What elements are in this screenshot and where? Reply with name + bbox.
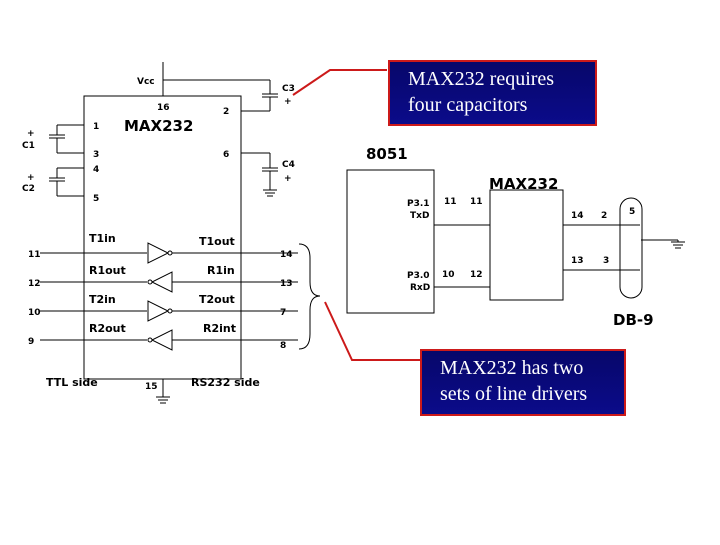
top-callout-line1: MAX232 requires	[408, 68, 555, 90]
c1-plus: +	[27, 129, 35, 139]
pin-16-label: 16	[157, 103, 170, 113]
8051-chip-body	[346, 169, 435, 314]
vcc-label: Vcc	[137, 77, 155, 87]
pin-15-label: 15	[145, 382, 158, 392]
t2-out-label: T2out	[199, 293, 235, 306]
top-callout-pointer	[292, 69, 387, 96]
wire-14-label: 14	[571, 211, 584, 221]
wire-11a-label: 11	[444, 197, 457, 207]
wire-11b-label: 11	[470, 197, 483, 207]
pin-5-label: 5	[93, 194, 99, 204]
c4-plus: +	[284, 174, 292, 184]
pin-1-label: 1	[93, 122, 99, 132]
top-callout-line2: four capacitors	[408, 94, 528, 116]
c3-plus: +	[284, 97, 292, 107]
t2-in-label: T2in	[89, 293, 116, 306]
r1-out-label: R1out	[89, 264, 126, 277]
t1-out-pin: 14	[280, 250, 293, 260]
t2-in-pin: 10	[28, 308, 41, 318]
wire-13-label: 13	[571, 256, 584, 266]
ttl-side-label: TTL side	[46, 376, 98, 389]
txd-label: TxD	[410, 211, 429, 221]
db9-connector	[619, 197, 643, 299]
rxd-label: RxD	[410, 283, 430, 293]
max232-small-chip-body	[489, 189, 564, 301]
r2-out-label: R2out	[89, 322, 126, 335]
r1-in-pin: 13	[280, 279, 293, 289]
r1-receiver-triangle	[150, 271, 173, 293]
wire-10-label: 10	[442, 270, 455, 280]
c3-label: C3	[282, 84, 295, 94]
t1-in-pin: 11	[28, 250, 41, 260]
bottom-callout-line1: MAX232 has two	[440, 357, 584, 379]
t2-out-pin: 7	[280, 308, 286, 318]
chip-title: MAX232	[124, 117, 193, 135]
8051-title: 8051	[366, 145, 408, 163]
r2-int-pin: 8	[280, 341, 286, 351]
rs232-brace	[298, 243, 321, 350]
t2-driver-triangle	[147, 300, 170, 322]
rs232-side-label: RS232 side	[191, 376, 260, 389]
wire-2-label: 2	[601, 211, 607, 221]
pin-2-label: 2	[223, 107, 229, 117]
p30-label: P3.0	[407, 271, 430, 281]
c2-label: C2	[22, 184, 35, 194]
c4-label: C4	[282, 160, 295, 170]
bottom-callout: MAX232 has two sets of line drivers	[420, 349, 626, 416]
r2-int-label: R2int	[203, 322, 236, 335]
pin-6-label: 6	[223, 150, 229, 160]
t1-out-label: T1out	[199, 235, 235, 248]
bottom-callout-line2: sets of line drivers	[440, 383, 588, 405]
max232-small-title: MAX232	[489, 175, 558, 193]
r2-receiver-triangle	[150, 329, 173, 351]
t1-driver-triangle	[147, 242, 170, 264]
bottom-callout-pointer	[324, 301, 420, 361]
c2-plus: +	[27, 173, 35, 183]
top-callout: MAX232 requires four capacitors	[388, 60, 597, 126]
r1-out-pin: 12	[28, 279, 41, 289]
pin-4-label: 4	[93, 165, 99, 175]
r1-in-label: R1in	[207, 264, 235, 277]
r2-out-pin: 9	[28, 337, 34, 347]
db9-label: DB-9	[613, 311, 654, 329]
pin-3-label: 3	[93, 150, 99, 160]
t1-in-label: T1in	[89, 232, 116, 245]
wire-12-label: 12	[470, 270, 483, 280]
pin-5-db9-label: 5	[629, 207, 635, 217]
c1-label: C1	[22, 141, 35, 151]
wire-3-label: 3	[603, 256, 609, 266]
p31-label: P3.1	[407, 199, 430, 209]
